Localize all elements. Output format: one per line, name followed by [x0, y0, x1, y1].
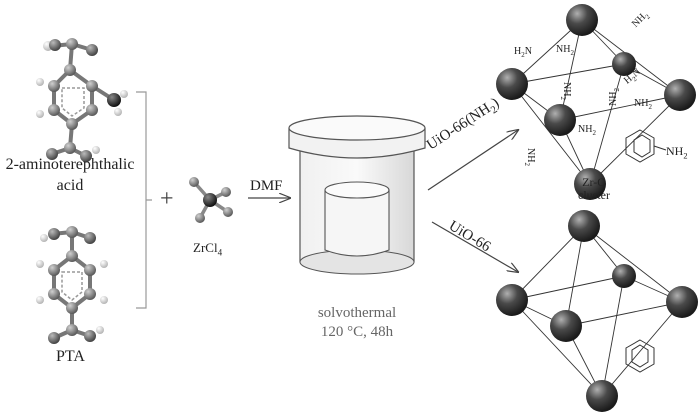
nh2-mid3-sub: 2: [648, 103, 652, 111]
reactor-vessel: [288, 115, 426, 275]
nh2-mid2-base: NH: [608, 91, 619, 106]
amino-linker-line1: 2-aminoterephthalic: [5, 156, 135, 173]
reactant-bracket: [136, 91, 152, 309]
amino-terephthalic-molecule: [36, 38, 128, 162]
arrow-to-uio66: [431, 221, 518, 272]
nh2-mid1-sub: 2: [559, 96, 567, 100]
h2n-left-base: H: [514, 46, 522, 57]
nh2-ring-sub: 2: [683, 151, 688, 161]
nh2-bottom-left-base: NH: [525, 148, 536, 163]
nh2-bottom-left-sub: 2: [523, 162, 531, 166]
nh2-top-sub: 2: [570, 49, 574, 57]
nh2-mid3-base: NH: [634, 98, 649, 109]
h2n-left-sub: 2: [521, 51, 525, 59]
conditions-label: solvothermal 120 °C, 48h: [300, 304, 414, 342]
cluster-line1: Zr-O: [582, 175, 606, 189]
zrcl4-base: ZrCl: [193, 240, 218, 255]
nh2-bottom-sub: 2: [592, 129, 596, 137]
plus-sign: +: [160, 186, 174, 212]
conditions-line1: solvothermal: [317, 305, 397, 321]
uio66-nh2-framework: [496, 4, 696, 200]
amine-nh2-top: NH2: [556, 44, 574, 57]
nh2-top-base: NH: [556, 44, 571, 55]
amine-nh2-mid2: NH2: [608, 88, 621, 106]
amino-linker-line2: acid: [56, 177, 84, 194]
zr-o-cluster-label: Zr-O cluster: [574, 176, 614, 202]
zrcl4-sub: 4: [217, 247, 223, 258]
amine-nh2-bottom: NH2: [578, 124, 596, 137]
zrcl4-molecule: [189, 177, 233, 223]
h2n-left-tail: N: [524, 46, 532, 57]
arrow-to-uio66-nh2: [427, 130, 518, 191]
amine-nh2-mid3: NH2: [634, 98, 652, 111]
nh2-bottom-base: NH: [578, 124, 593, 135]
pta-molecule: [36, 226, 108, 344]
amino-linker-label: 2-aminoterephthalic acid: [0, 154, 140, 196]
amine-nh2-mid1: NH2: [559, 82, 572, 100]
nh2-mid2-sub: 2: [613, 88, 621, 92]
amine-nh2-ring: NH2: [666, 144, 688, 160]
dmf-label: DMF: [250, 178, 283, 194]
nh2-ring-base: NH: [666, 144, 684, 158]
cluster-line2: cluster: [578, 188, 610, 202]
uio66-framework: [496, 210, 698, 412]
zrcl4-label: ZrCl4: [193, 240, 222, 258]
conditions-line2: 120 °C, 48h: [320, 324, 394, 340]
pta-label: PTA: [56, 348, 85, 365]
amine-h2n-left: H2N: [514, 46, 532, 59]
nh2-mid1-base: NH: [561, 82, 572, 97]
amine-nh2-bottom-left: NH2: [523, 148, 536, 166]
